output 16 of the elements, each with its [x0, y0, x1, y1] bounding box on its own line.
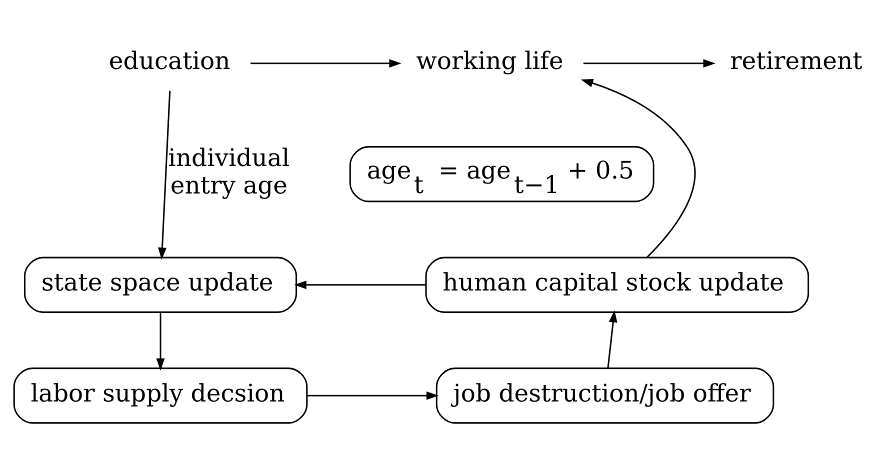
node-box: labor supply decsion	[13, 368, 308, 424]
arrow	[156, 312, 165, 371]
arrow	[250, 59, 402, 68]
arrow	[607, 310, 618, 368]
node-text: education	[108, 46, 230, 76]
arrow	[583, 59, 716, 68]
arrow	[294, 280, 426, 290]
arrow	[158, 90, 171, 260]
node-box: human capital stock update	[425, 256, 810, 313]
arrow	[580, 79, 696, 258]
node-box: job destruction/job offer	[436, 368, 774, 424]
node-text: retirement	[730, 46, 862, 76]
node-text: working life	[416, 46, 564, 76]
node-box: state space update	[24, 256, 298, 313]
edge-label: individual entry age	[168, 143, 290, 200]
arrow	[307, 391, 439, 400]
